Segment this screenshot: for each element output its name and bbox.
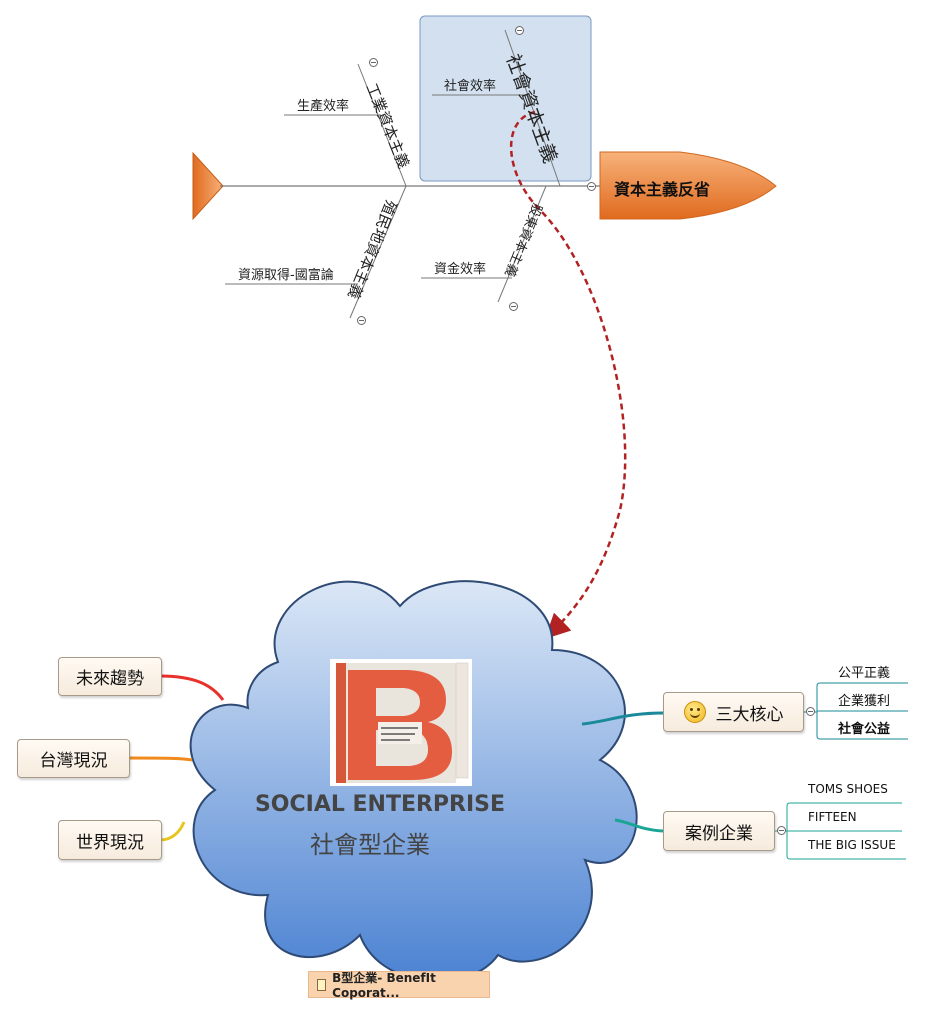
core-bracket <box>816 682 908 740</box>
branch-line-core <box>581 711 664 726</box>
subtopic-fifteen[interactable]: FIFTEEN <box>808 810 857 824</box>
collapse-toggle-core[interactable] <box>806 707 815 716</box>
rib-line-industrial <box>357 63 407 187</box>
rib-line-shareholder <box>497 185 547 303</box>
collapse-toggle-shareholder[interactable] <box>509 302 518 311</box>
subtopic-toms-shoes[interactable]: TOMS SHOES <box>808 782 888 796</box>
branch-line-cases <box>614 818 664 833</box>
central-title: SOCIAL ENTERPRISE <box>254 792 506 817</box>
highlight-box <box>419 15 592 182</box>
subtopic-corporate-profit[interactable]: 企業獲利 <box>838 694 891 709</box>
smiley-icon <box>683 701 706 723</box>
subtopic-fair-justice[interactable]: 公平正義 <box>838 666 891 681</box>
topic-three-cores[interactable]: 三大核心 <box>663 692 804 732</box>
branch-line-world <box>159 821 186 842</box>
subbone-label-capital-efficiency[interactable]: 資金效率 <box>434 262 487 277</box>
topic-label: 案例企業 <box>685 823 753 844</box>
collapse-toggle-spine[interactable] <box>587 182 596 191</box>
book-letter: B <box>0 0 1 1</box>
cases-bracket <box>786 802 906 860</box>
subtopic-social-welfare[interactable]: 社會公益 <box>838 722 891 737</box>
rib-line-social <box>504 29 561 187</box>
topic-future-trends[interactable]: 未來趨勢 <box>58 657 162 696</box>
fish-head[interactable] <box>599 151 777 220</box>
subbone-label-social-efficiency[interactable]: 社會效率 <box>444 79 497 94</box>
branch-line-future <box>159 674 225 701</box>
subtopic-big-issue[interactable]: THE BIG ISSUE <box>808 838 896 852</box>
collapse-toggle-colonial[interactable] <box>357 316 366 325</box>
topic-world-status[interactable]: 世界現況 <box>58 820 162 860</box>
fish-tail <box>192 151 224 221</box>
subbone-label-resource[interactable]: 資源取得-國富論 <box>238 268 334 283</box>
topic-label: 未來趨勢 <box>76 669 144 689</box>
topic-label: 三大核心 <box>715 704 784 725</box>
central-subtitle: 社會型企業 <box>310 831 430 859</box>
rib-line-colonial <box>349 185 407 319</box>
collapse-toggle-cases[interactable] <box>777 826 786 835</box>
topic-label: 台灣現況 <box>39 751 108 771</box>
collapse-toggle-industrial[interactable] <box>369 58 378 67</box>
topic-taiwan-status[interactable]: 台灣現況 <box>17 739 130 778</box>
note-icon <box>317 978 327 991</box>
book-cover-image[interactable]: B <box>0 0 472 786</box>
topic-label: 世界現況 <box>76 832 144 853</box>
topic-case-companies[interactable]: 案例企業 <box>663 811 775 851</box>
branch-line-taiwan <box>129 756 193 762</box>
note-label: B型企業- BenefIt Coporat... <box>332 971 436 1000</box>
subbone-label-production-efficiency[interactable]: 生產效率 <box>297 99 350 114</box>
note-attachment[interactable]: B型企業- BenefIt Coporat... <box>308 971 490 1000</box>
fish-head-label: 資本主義反省 <box>614 180 711 199</box>
collapse-toggle-social[interactable] <box>515 26 524 35</box>
relationship-arrow[interactable] <box>510 110 627 639</box>
